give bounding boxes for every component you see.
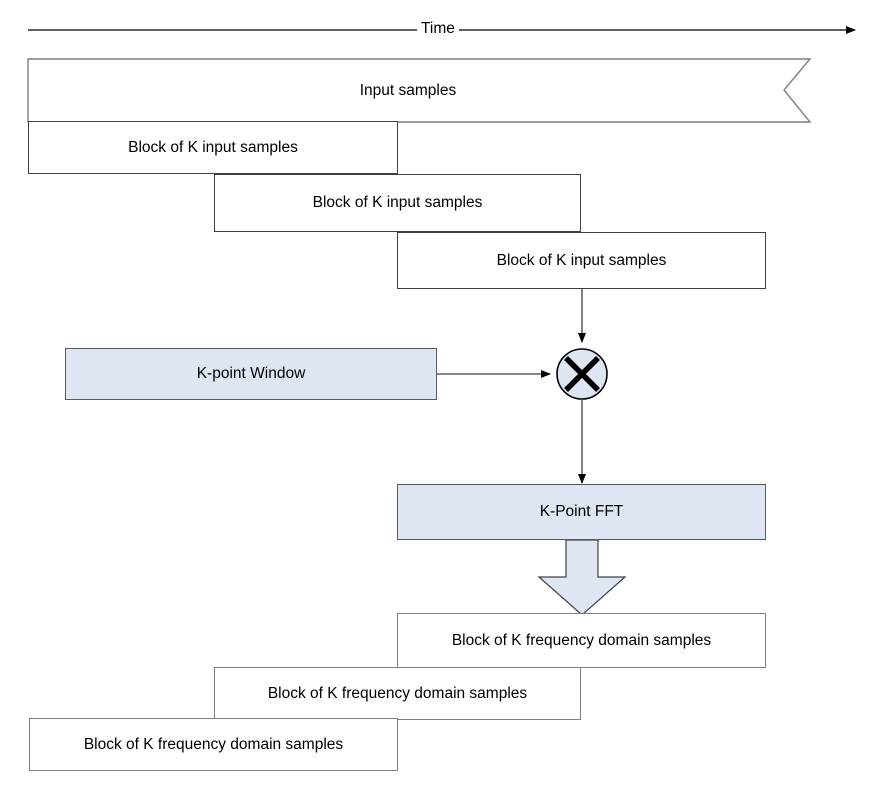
input-block-3-label: Block of K input samples <box>496 251 667 269</box>
output-block-3-label: Block of K frequency domain samples <box>83 735 344 753</box>
input-block-1-label: Block of K input samples <box>128 138 298 156</box>
output-block-1-label: Block of K frequency domain samples <box>451 631 712 649</box>
input-samples-banner-shape <box>27 58 812 123</box>
fft-output-block-arrow <box>537 539 627 616</box>
time-axis-label: Time <box>417 20 459 38</box>
input-samples-label: Input samples <box>359 81 457 99</box>
k-point-fft-box: K-Point FFT <box>397 484 766 540</box>
k-point-window-label: K-point Window <box>196 365 306 383</box>
input-block-1: Block of K input samples <box>28 121 398 174</box>
input-block-2-label: Block of K input samples <box>312 194 483 212</box>
input-block-2: Block of K input samples <box>214 174 581 232</box>
input-block-3: Block of K input samples <box>397 232 766 289</box>
multiply-node <box>556 348 608 400</box>
k-point-fft-label: K-Point FFT <box>539 503 624 521</box>
output-block-2: Block of K frequency domain samples <box>214 667 581 720</box>
output-block-1: Block of K frequency domain samples <box>397 613 766 668</box>
k-point-window-box: K-point Window <box>65 348 437 400</box>
output-block-3: Block of K frequency domain samples <box>29 718 398 771</box>
output-block-2-label: Block of K frequency domain samples <box>267 684 528 702</box>
